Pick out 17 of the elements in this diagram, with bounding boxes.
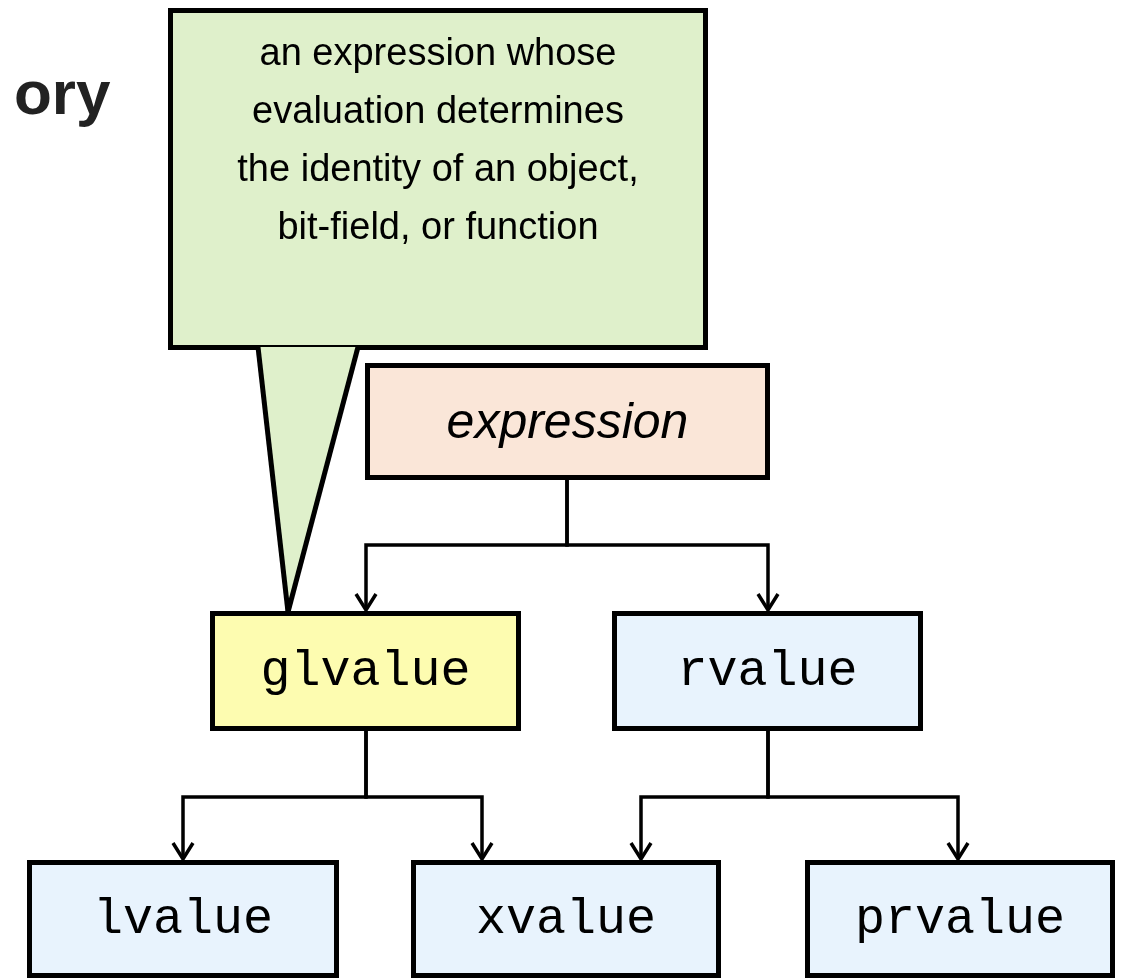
node-label: expression <box>446 392 689 451</box>
process-box <box>411 860 721 978</box>
node-label: an expression whose evaluation determines the identity of an object, bit-field, or function <box>236 30 640 249</box>
node-label: prvalue <box>854 889 1065 950</box>
node-label: glvalue <box>260 641 471 702</box>
process-box <box>210 611 521 731</box>
process-box <box>27 860 339 978</box>
callout-box <box>168 8 708 350</box>
node-label: rvalue <box>677 641 858 702</box>
node-label: lvalue <box>93 889 273 950</box>
process-box <box>612 611 923 731</box>
process-box <box>365 363 770 480</box>
arrow <box>766 731 970 861</box>
process-box <box>805 860 1115 978</box>
arrow <box>364 731 494 861</box>
arrow <box>565 480 780 612</box>
node-label: xvalue <box>476 889 656 950</box>
